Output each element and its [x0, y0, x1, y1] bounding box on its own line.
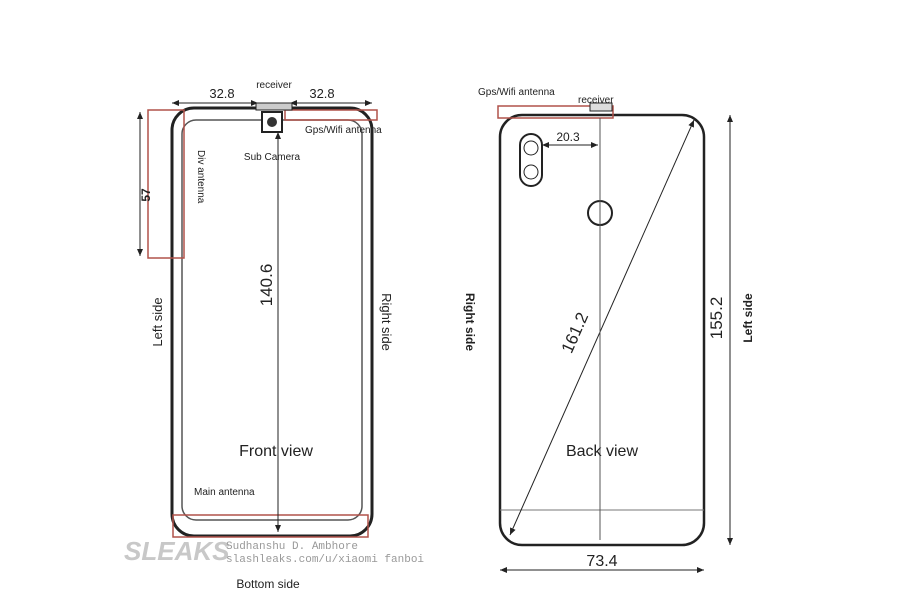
div-antenna-label: Div antenna	[195, 150, 206, 204]
bottom-side-label: Bottom side	[236, 577, 300, 591]
watermark: SLEAKS Sudhanshu D. Ambhore slashleaks.c…	[124, 536, 424, 566]
front-top-left-dimension: 32.8	[209, 86, 234, 101]
receiver-slot	[255, 102, 293, 111]
div-antenna-box	[147, 109, 185, 259]
back-height-dimension: 155.2	[707, 297, 726, 340]
back-phone-outline	[498, 113, 706, 547]
watermark-url: slashleaks.com/u/xiaomi fanboi	[226, 554, 424, 566]
main-antenna-label: Main antenna	[194, 487, 255, 498]
front-gps-label: Gps/Wifi antenna	[305, 125, 382, 136]
back-view-title: Back view	[566, 443, 638, 460]
front-left-side-label: Left side	[150, 297, 165, 346]
front-view: 32.8 32.8 receiver Gps/Wifi antenna Sub …	[137, 80, 394, 591]
back-width-dimension: 73.4	[586, 553, 617, 570]
diagonal-dimension: 161.2	[558, 309, 593, 356]
back-receiver	[589, 102, 613, 112]
back-gps-label: Gps/Wifi antenna	[478, 87, 555, 98]
front-height-dimension: 140.6	[257, 264, 276, 307]
back-right-side-label: Right side	[463, 293, 477, 351]
watermark-author: Sudhanshu D. Ambhore	[226, 541, 358, 553]
antenna-height-dimension: 57	[139, 188, 153, 202]
front-screen-outline	[181, 119, 363, 521]
front-top-right-dimension: 32.8	[309, 86, 334, 101]
back-view: Gps/Wifi antenna receiver 20.3 Right sid…	[463, 87, 755, 573]
front-view-title: Front view	[239, 443, 313, 460]
watermark-logo: SLEAKS	[124, 536, 230, 566]
sub-camera-label: Sub Camera	[244, 152, 301, 163]
back-gps-antenna-box	[497, 105, 614, 119]
gps-antenna-box	[284, 109, 378, 121]
sub-camera-lens	[267, 117, 277, 127]
main-antenna-box	[172, 514, 369, 538]
back-receiver-label: receiver	[578, 95, 614, 106]
front-receiver-label: receiver	[256, 80, 292, 91]
dual-camera	[519, 133, 543, 187]
front-right-side-label: Right side	[379, 293, 394, 351]
camera-offset-dimension: 20.3	[556, 130, 580, 144]
back-left-side-label: Left side	[741, 293, 755, 343]
